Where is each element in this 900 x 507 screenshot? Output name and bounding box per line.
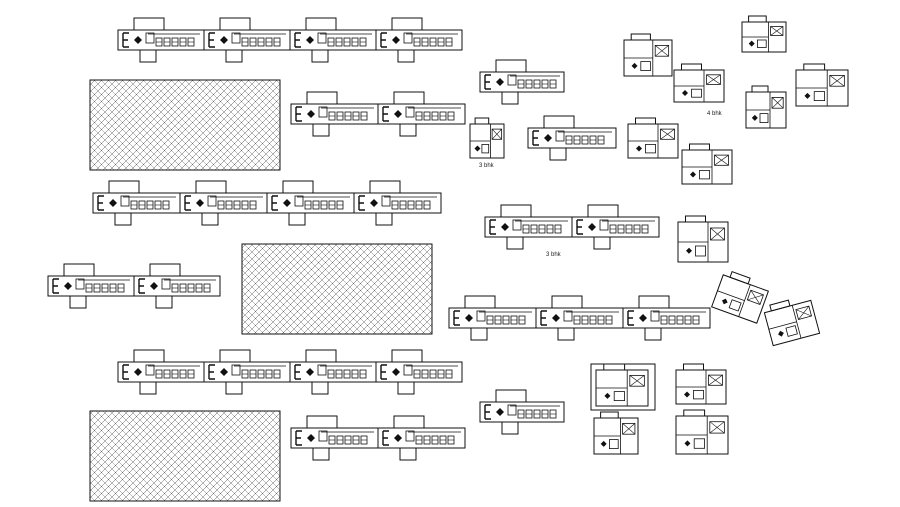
unit-plan (681, 143, 733, 185)
floor-plan-module (448, 295, 537, 341)
floor-plan-module (47, 263, 135, 309)
floor-plan-module (484, 204, 573, 250)
unit-plan (710, 271, 770, 324)
building-row (479, 59, 565, 105)
building-row (117, 17, 463, 63)
floor-plan-module (179, 180, 268, 226)
floor-plan-module (479, 59, 565, 105)
floor-plan-module (479, 389, 565, 435)
floor-plan-module (117, 17, 205, 63)
floor-plan-module (571, 204, 660, 250)
unit-plan (763, 299, 821, 347)
building-row (527, 115, 617, 161)
unit-plan (675, 409, 729, 455)
floor-plan-module (622, 295, 711, 341)
hatched-open-area-1 (89, 79, 281, 171)
building-row (484, 204, 660, 250)
unit-plan (595, 363, 649, 407)
building-row (290, 91, 466, 137)
floor-plan-module (377, 91, 466, 137)
building-row (117, 349, 463, 395)
unit-plan (795, 63, 849, 107)
unit-plan (627, 117, 679, 159)
floor-plan-module (289, 349, 377, 395)
floor-plan-module (290, 91, 379, 137)
framed-unit-plan-frame (590, 363, 656, 411)
floor-plan-module (289, 17, 377, 63)
floor-plan-module (203, 17, 291, 63)
unit-plan (673, 63, 725, 103)
floor-plan-module (353, 180, 442, 226)
unit-plan (745, 85, 787, 129)
unit-plan (675, 363, 727, 405)
label-4bhk: 4 bhk (707, 111, 723, 117)
building-row (92, 180, 442, 226)
hatched-open-area-3 (89, 410, 281, 502)
label-3bhk-block: 3 bhk (546, 252, 562, 258)
floor-plan-module (92, 180, 181, 226)
building-row (290, 415, 466, 461)
floor-plan-module (290, 415, 379, 461)
unit-floor-plans (469, 15, 849, 455)
building-floor-plans (47, 17, 711, 461)
hatched-open-area-2 (241, 243, 433, 335)
floor-plan-module (117, 349, 205, 395)
floor-plan-module (375, 17, 463, 63)
floor-plan-module (377, 415, 466, 461)
unit-plan (623, 33, 673, 77)
floor-plan-module (203, 349, 291, 395)
unit-plan (741, 15, 787, 53)
floor-plan-module (535, 295, 624, 341)
unit-plan (469, 117, 505, 159)
floor-plan-module (266, 180, 355, 226)
building-row (47, 263, 221, 309)
floor-plan-module (527, 115, 617, 161)
floor-plan-module (133, 263, 221, 309)
floor-plan-module (375, 349, 463, 395)
unit-plan (593, 411, 639, 455)
label-3bhk-small: 3 bhk (479, 163, 495, 169)
unit-plan (677, 215, 729, 263)
building-row (448, 295, 711, 341)
building-row (479, 389, 565, 435)
